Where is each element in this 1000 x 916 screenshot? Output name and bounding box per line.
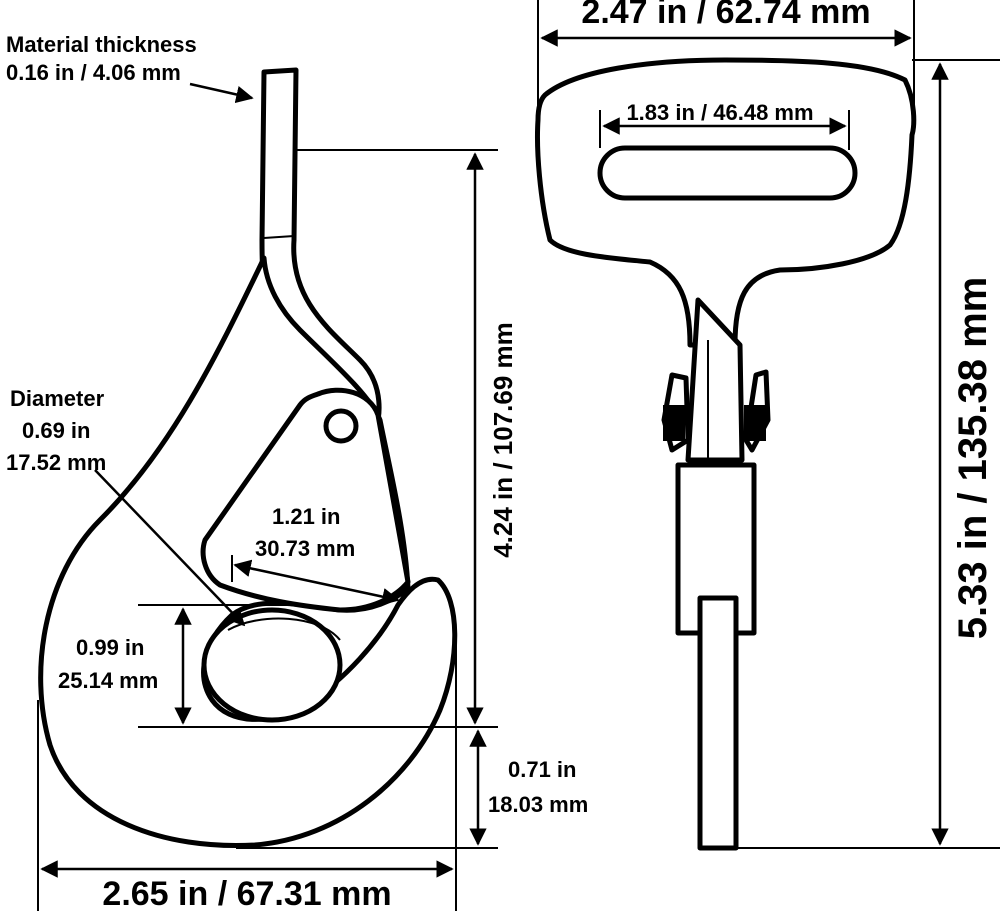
overall-width-label: 2.65 in / 67.31 mm <box>102 875 391 911</box>
handle-width-label: 2.47 in / 62.74 mm <box>581 0 870 31</box>
bottom-offset-in: 0.71 in <box>508 757 576 782</box>
latch-pivot-hole <box>323 408 359 444</box>
diameter-value-in: 0.69 in <box>22 418 90 443</box>
right-clip-jaw <box>744 405 766 441</box>
slot-width-label: 1.83 in / 46.48 mm <box>626 100 813 125</box>
hook-throat <box>201 607 343 723</box>
front-neck <box>685 297 745 463</box>
hook-side-view <box>38 67 458 849</box>
diameter-label: Diameter <box>10 386 105 411</box>
material-thickness-leader <box>189 82 254 104</box>
throat-in: 0.99 in <box>76 635 144 660</box>
material-thickness-value: 0.16 in / 4.06 mm <box>6 60 181 85</box>
bottom-offset-mm: 18.03 mm <box>488 792 588 817</box>
overall-height-label: 5.33 in / 135.38 mm <box>951 277 995 639</box>
shank-joint-line <box>263 235 295 239</box>
diameter-value-mm: 17.52 mm <box>6 450 106 475</box>
height-to-throat-label: 4.24 in / 107.69 mm <box>488 322 518 558</box>
gap-width-mm: 30.73 mm <box>255 536 355 561</box>
gap-width-in: 1.21 in <box>272 504 340 529</box>
diameter-leader <box>94 469 246 627</box>
handle-slot <box>597 145 858 201</box>
front-lower-shank <box>697 595 739 851</box>
throat-mm: 25.14 mm <box>58 668 158 693</box>
left-clip-jaw <box>663 405 685 441</box>
gap-width-dimension <box>233 559 400 606</box>
material-thickness-label: Material thickness <box>6 32 197 57</box>
hook-front-view <box>535 57 917 851</box>
